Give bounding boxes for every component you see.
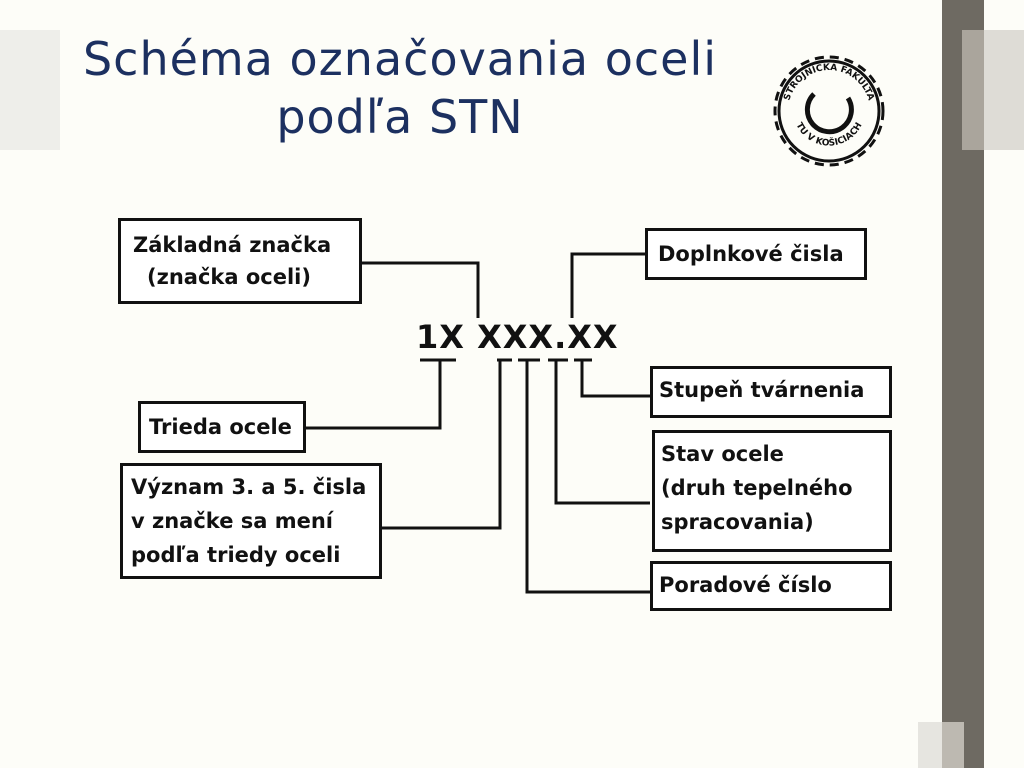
box-zakladna-znacka: Základná značka (značka oceli) — [118, 218, 362, 304]
title-line-1: Schéma označovania oceli — [82, 32, 718, 86]
box-stupen-tvarnenia: Stupeň tvárnenia — [650, 366, 892, 418]
box-stav-line-1: Stav ocele — [661, 442, 784, 466]
box-stav-line-3: spracovania) — [661, 510, 814, 534]
box-trieda-line-1: Trieda ocele — [149, 415, 292, 439]
gear-icon — [773, 55, 885, 167]
box-vyznam-line-3: podľa triedy oceli — [131, 543, 341, 567]
box-doplnkove-cisla: Doplnkové čisla — [645, 228, 867, 280]
box-vyznam-line-2: v značke sa mení — [131, 509, 334, 533]
decorative-strip-bottom — [942, 722, 964, 768]
box-poradove-line-1: Poradové číslo — [659, 573, 832, 597]
slide-title: Schéma označovania oceli podľa STN — [60, 30, 740, 146]
connector-stupen — [580, 360, 650, 398]
box-vyznam-line-1: Význam 3. a 5. čisla — [131, 475, 367, 499]
box-stupen-line-1: Stupeň tvárnenia — [659, 378, 865, 402]
box-zakladna-line-2: (značka oceli) — [147, 265, 311, 289]
box-doplnkove-line-1: Doplnkové čisla — [658, 242, 844, 266]
box-trieda-ocele: Trieda ocele — [138, 401, 306, 453]
connector-stav — [554, 360, 650, 505]
box-vyznam-cisla: Význam 3. a 5. čisla v značke sa mení po… — [120, 463, 382, 579]
box-stav-line-2: (druh tepelného — [661, 476, 853, 500]
connector-zakladna — [360, 261, 480, 318]
connector-poradove — [525, 360, 650, 594]
box-poradove-cislo: Poradové číslo — [650, 561, 892, 611]
box-stav-ocele: Stav ocele (druh tepelného spracovania) — [652, 430, 892, 552]
decorative-block-left — [0, 30, 60, 150]
connector-doplnkove — [570, 252, 646, 318]
faculty-logo: STROJNÍCKA FAKULTA TU V KOŠICIACH — [773, 55, 885, 167]
connector-vyznam — [378, 360, 502, 530]
steel-code: 1X XXX.XX — [416, 318, 619, 356]
title-line-2: podľa STN — [276, 90, 524, 144]
connector-trieda — [300, 360, 442, 430]
box-zakladna-line-1: Základná značka — [133, 233, 332, 257]
decorative-strip-right — [962, 30, 984, 150]
